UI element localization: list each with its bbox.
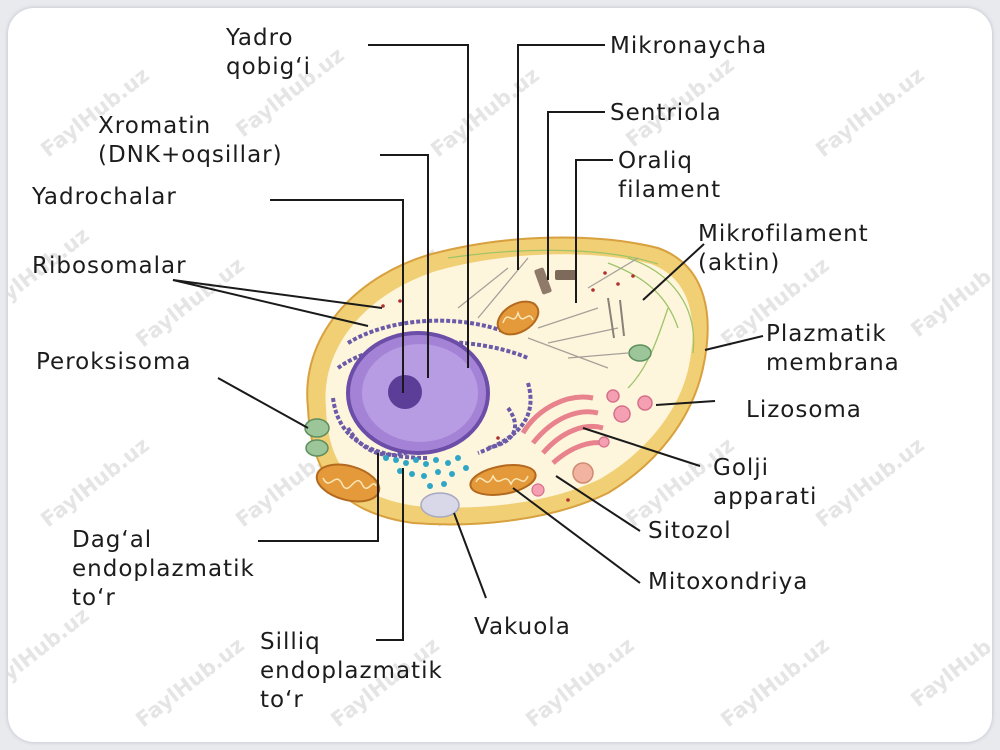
watermark: FaylHub.uz <box>811 433 928 532</box>
intermediate-filament <box>607 297 625 339</box>
lysosome <box>637 395 653 411</box>
watermark: FaylHub.uz <box>521 633 638 732</box>
watermark: FaylHub.uz <box>36 433 153 532</box>
label-peroksisoma: Peroksisoma <box>36 349 192 375</box>
label-plazmatik-membrana: Plazmatik membrana <box>766 321 900 376</box>
vacuole <box>420 492 460 518</box>
leader-line <box>512 487 641 584</box>
microfilament-network <box>447 249 695 389</box>
vesicle <box>572 462 594 484</box>
label-ribosomalar: Ribosomalar <box>32 253 187 279</box>
centriole <box>534 267 577 295</box>
leader-line <box>217 377 309 429</box>
lysosome <box>606 389 620 403</box>
nucleolus <box>388 375 422 409</box>
leader-line <box>642 243 705 301</box>
peroxisome <box>305 439 329 457</box>
slide-frame: FaylHub.uz FaylHub.uz FaylHub.uz FaylHub… <box>8 8 992 742</box>
label-sentriola: Sentriola <box>610 100 722 126</box>
label-mikronaycha: Mikronaycha <box>610 33 768 59</box>
watermark: FaylHub.uz <box>716 633 833 732</box>
leader-line <box>172 279 369 327</box>
leader-line <box>376 468 404 641</box>
leader-lines <box>172 44 764 641</box>
leader-line <box>258 453 379 542</box>
leader-line <box>270 199 404 393</box>
watermark: FaylHub.uz <box>426 63 543 162</box>
label-yadrochalar: Yadrochalar <box>32 184 177 210</box>
leader-line <box>453 512 487 599</box>
watermark: FaylHub.uz <box>906 243 992 342</box>
leader-line <box>517 44 605 270</box>
label-xromatin: Xromatin (DNK+oqsillar) <box>98 113 283 168</box>
label-golji-apparati: Golji apparati <box>713 455 818 510</box>
leader-line <box>575 159 613 303</box>
leader-line <box>547 111 605 280</box>
leader-line <box>555 475 641 532</box>
leader-line <box>704 335 764 351</box>
label-sitozol: Sitozol <box>648 518 732 544</box>
label-lizosoma: Lizosoma <box>746 397 862 423</box>
cell-diagram: FaylHub.uz FaylHub.uz FaylHub.uz FaylHub… <box>8 43 992 732</box>
label-mikrofilament: Mikrofilament (aktin) <box>698 221 869 276</box>
label-dagal-endoplazmatik-tor: Dag‘al endoplazmatik to‘r <box>72 527 255 611</box>
watermark: FaylHub.uz <box>8 603 94 702</box>
mitochondrion <box>469 464 537 496</box>
golgi-apparatus <box>520 394 609 465</box>
peroxisome <box>628 344 652 362</box>
watermark: FaylHub.uz <box>906 613 992 712</box>
microtubules <box>457 257 639 369</box>
label-vakuola: Vakuola <box>474 614 571 640</box>
free-ribosomes <box>381 271 635 502</box>
cell <box>304 236 709 526</box>
mitochondrion <box>496 300 540 336</box>
leader-line <box>380 154 429 378</box>
lysosome <box>613 405 631 423</box>
label-mitoxondriya: Mitoxondriya <box>648 569 809 595</box>
label-yadro-qobigi: Yadro qobig‘i <box>226 25 311 80</box>
label-oraliq-filament: Oraliq filament <box>618 148 722 203</box>
leader-line <box>582 427 701 467</box>
label-silliq-endoplazmatik-tor: Silliq endoplazmatik to‘r <box>260 629 443 713</box>
smooth-er <box>383 455 469 489</box>
peroxisome <box>304 418 330 438</box>
leader-line <box>368 44 469 368</box>
watermark: FaylHub.uz <box>811 63 928 162</box>
leader-line <box>172 279 383 309</box>
watermark: FaylHub.uz <box>131 633 248 732</box>
leader-line <box>655 400 716 406</box>
vesicle <box>531 483 545 497</box>
vesicle <box>598 436 610 448</box>
